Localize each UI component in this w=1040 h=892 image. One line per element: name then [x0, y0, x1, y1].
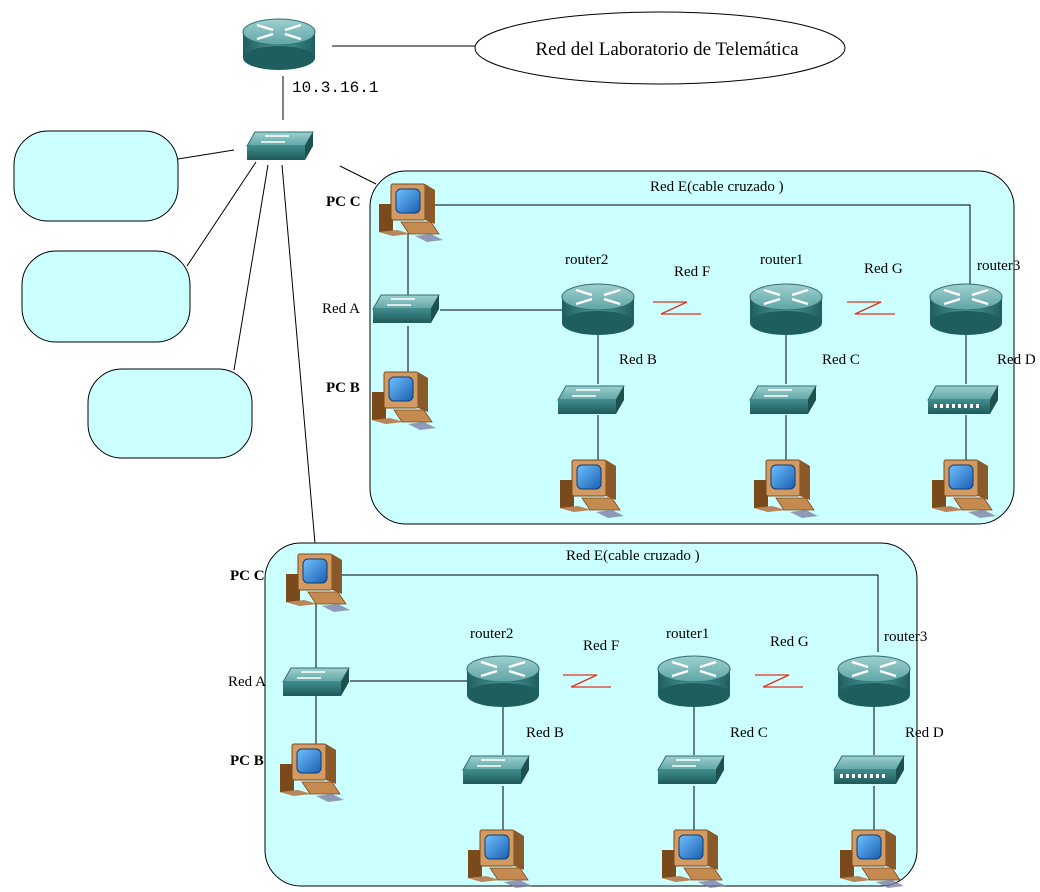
pc-b-label: PC B — [326, 380, 360, 396]
red-f-label: Red F — [583, 638, 619, 654]
external-network-label: Red del Laboratorio de Telemática — [535, 39, 799, 60]
lab1-cables — [407, 204, 971, 463]
router1-label: router1 — [666, 626, 709, 642]
router-icon — [465, 654, 541, 709]
red-d-label: Red D — [997, 352, 1036, 368]
pc-c-label: PC C — [230, 568, 265, 584]
lab-network-2: Red E(cable cruzado ) PC C Red A PC B ro… — [228, 542, 944, 889]
router2-label: router2 — [470, 626, 513, 642]
lab-title: Red E(cable cruzado ) — [650, 179, 784, 195]
switch-icon — [462, 755, 530, 785]
hub-icon — [833, 755, 905, 785]
router3-label: router3 — [977, 258, 1020, 274]
uplink-cables — [177, 45, 478, 556]
pc-c-label: PC C — [326, 194, 361, 210]
router3-label: router3 — [884, 629, 927, 645]
switch-icon — [557, 385, 625, 415]
hub-icon — [927, 385, 999, 415]
red-a-label: Red A — [322, 301, 360, 317]
lab-area-2 — [264, 542, 918, 887]
red-f-label: Red F — [674, 264, 710, 280]
switch-icon — [657, 755, 725, 785]
red-g-label: Red G — [864, 261, 903, 277]
lab-network-1: Red E(cable cruzado ) PC C Red A PC B ro… — [322, 170, 1036, 525]
gateway-ip-label: 10.3.16.1 — [292, 79, 378, 97]
empty-network-area-2 — [21, 250, 191, 343]
router-icon — [241, 17, 317, 72]
lab2-cables — [315, 574, 879, 833]
red-c-label: Red C — [822, 352, 860, 368]
lab-title: Red E(cable cruzado ) — [566, 548, 700, 564]
router-icon — [656, 654, 732, 709]
switch-icon — [282, 667, 350, 697]
router-icon — [560, 282, 636, 337]
network-cloud: Red del Laboratorio de Telemática — [474, 11, 846, 85]
router-icon — [836, 654, 912, 709]
empty-network-area-3 — [87, 368, 253, 459]
router2-label: router2 — [565, 252, 608, 268]
empty-network-area-1 — [13, 130, 179, 222]
lab-area-1 — [369, 170, 1015, 525]
router-icon — [928, 282, 1004, 337]
red-d-label: Red D — [905, 725, 944, 741]
pc-b-label: PC B — [230, 753, 264, 769]
switch-icon — [246, 131, 314, 161]
red-a-label: Red A — [228, 674, 266, 690]
red-b-label: Red B — [526, 725, 564, 741]
router-icon — [748, 282, 824, 337]
red-c-label: Red C — [730, 725, 768, 741]
red-b-label: Red B — [619, 352, 657, 368]
router1-label: router1 — [760, 252, 803, 268]
red-g-label: Red G — [770, 634, 809, 650]
switch-icon — [372, 294, 440, 324]
switch-icon — [749, 385, 817, 415]
